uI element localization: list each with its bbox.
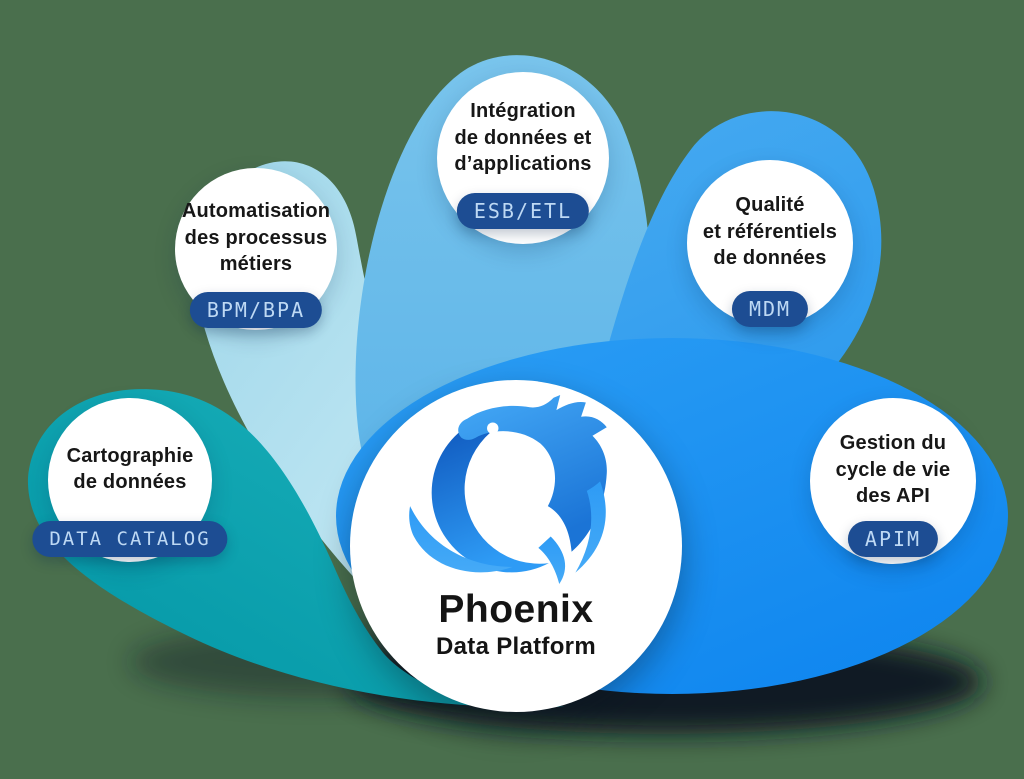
badge-bpm-bpa: BPM/BPA: [189, 292, 323, 328]
hub-subtitle: Data Platform: [436, 633, 596, 660]
logo-lower-swoosh: [408, 506, 513, 573]
node-label: Intégration de données et d’applications: [454, 100, 592, 176]
node-esb-etl: Intégration de données et d’applications…: [437, 72, 609, 244]
hub-title: Phoenix: [438, 588, 594, 631]
node-mdm: Qualité et référentiels de données MDM: [687, 160, 853, 327]
node-label: Cartographie de données: [66, 444, 194, 493]
hub-circle: Phoenix Data Platform: [350, 380, 682, 712]
logo-tail-feather-small: [537, 536, 565, 584]
node-data-catalog: Cartographie de données DATA CATALOG: [32, 398, 228, 562]
badge-mdm: MDM: [731, 291, 809, 327]
node-label: Gestion du cycle de vie des API: [835, 432, 951, 508]
node-apim: Gestion du cycle de vie des API APIM: [810, 398, 976, 564]
badge-data-catalog: DATA CATALOG: [32, 521, 228, 557]
phoenix-logo-icon: [408, 394, 607, 584]
node-bpm-bpa: Automatisation des processus métiers BPM…: [175, 168, 337, 330]
logo-eye: [486, 422, 498, 434]
logo-body-crescent: [431, 412, 549, 573]
badge-apim: APIM: [847, 521, 939, 557]
logo-tail-feather: [574, 481, 606, 573]
node-circle: Qualité et référentiels de données: [687, 160, 853, 326]
badge-esb-etl: ESB/ETL: [456, 193, 590, 229]
node-label: Automatisation des processus métiers: [181, 200, 331, 276]
node-label: Qualité et référentiels de données: [702, 194, 838, 270]
logo-head-wing: [457, 394, 607, 552]
